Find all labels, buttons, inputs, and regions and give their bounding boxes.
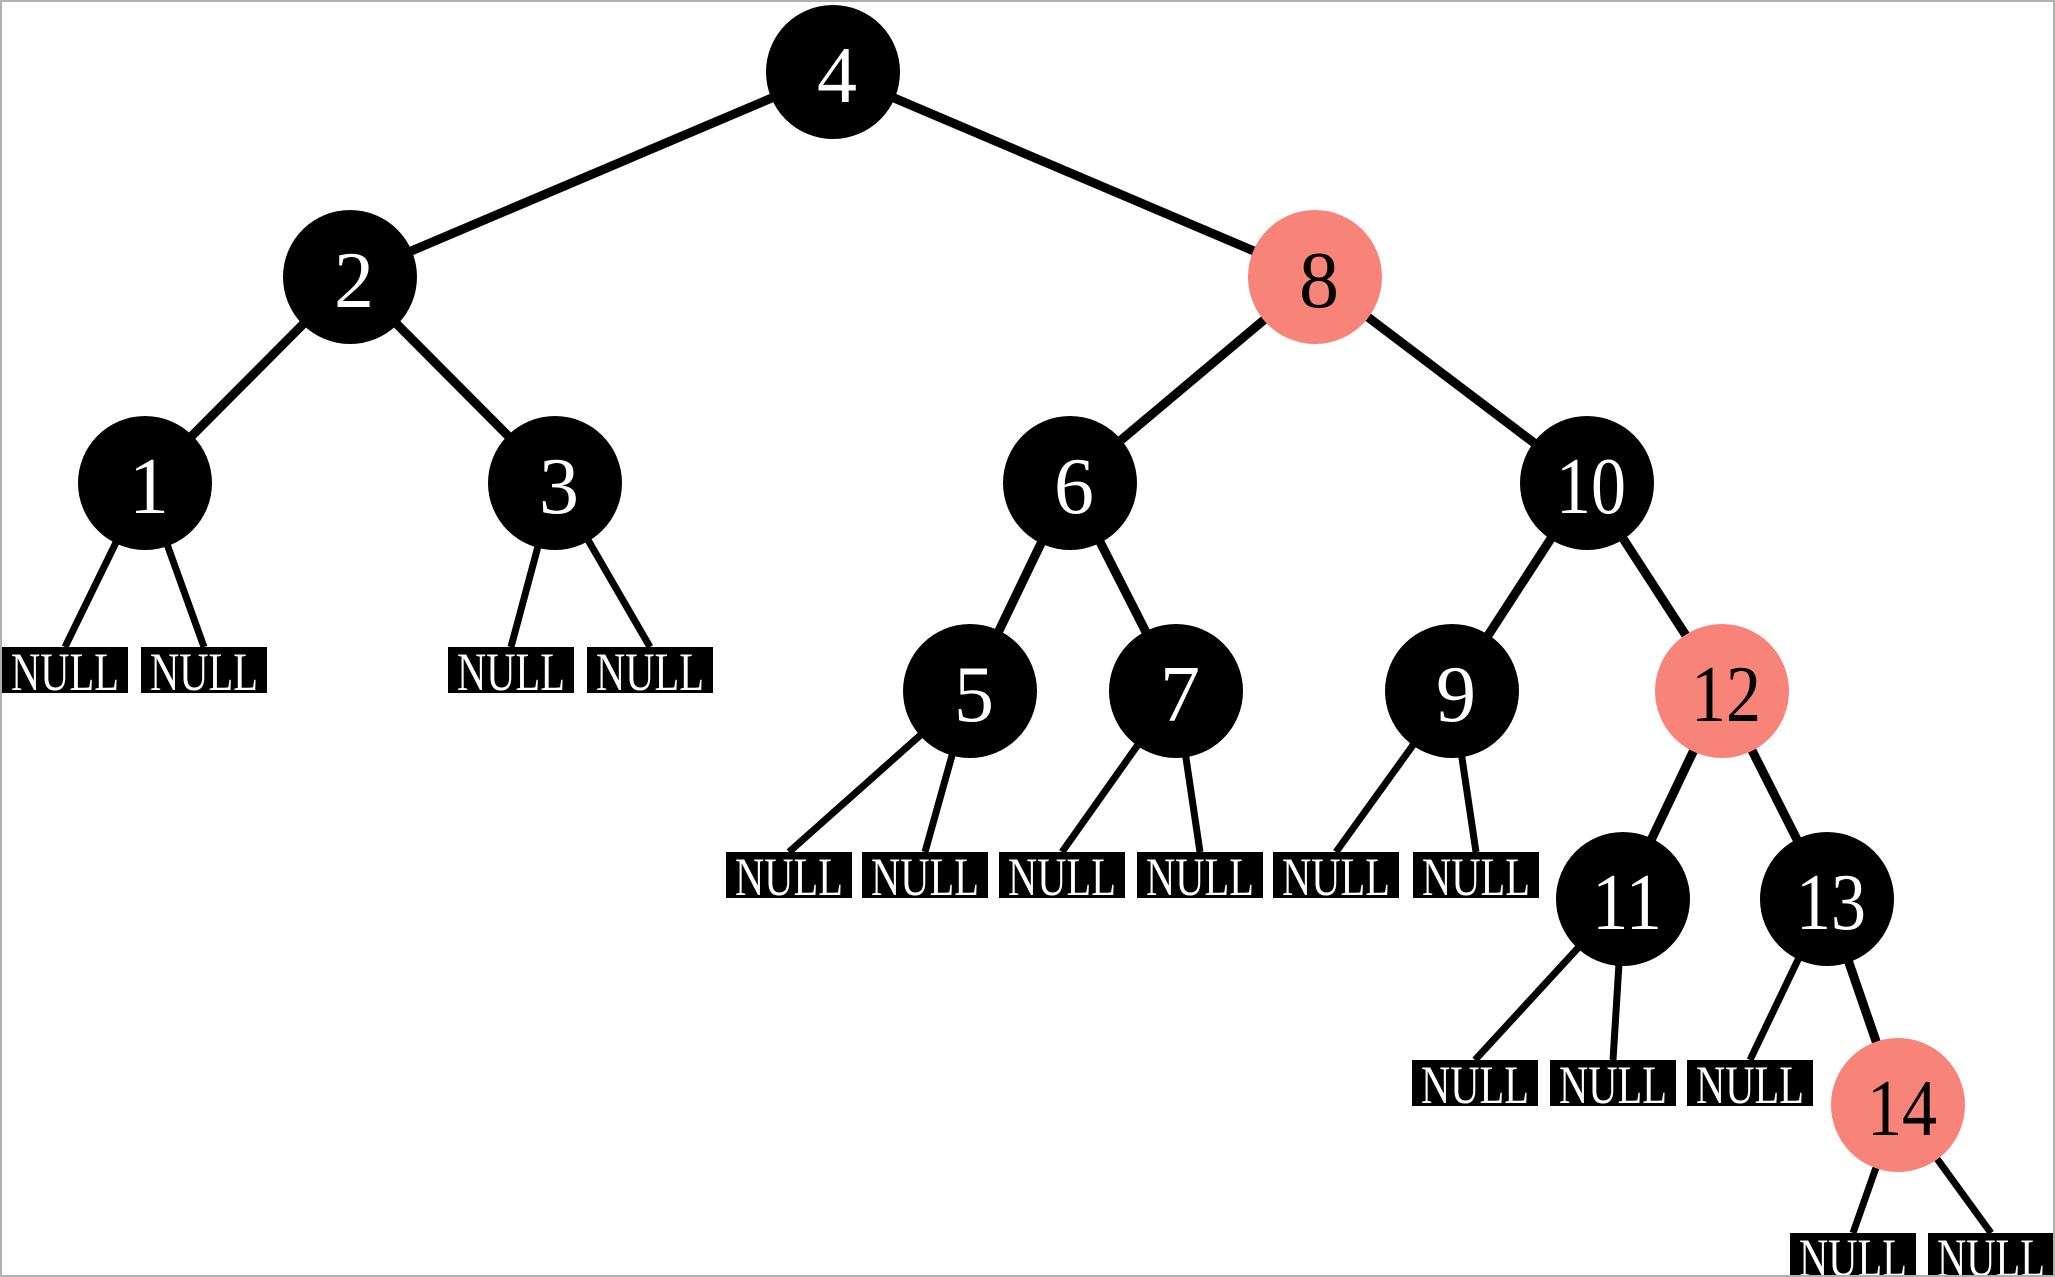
node-label-2: 2 [334, 237, 374, 325]
null-box-n12 [1550, 1060, 1676, 1106]
node-label-5: 5 [954, 651, 994, 739]
null-box-n10 [1413, 852, 1539, 898]
edge-4-8 [831, 67, 1317, 282]
null-box-n13 [1687, 1060, 1813, 1106]
null-label-n15: NULL [1937, 1228, 2045, 1277]
tree-node-9 [1385, 624, 1519, 758]
null-label-n14: NULL [1799, 1228, 1907, 1277]
null-label-n5: NULL [735, 847, 843, 907]
node-label-1: 1 [129, 443, 169, 531]
null-box-n4 [587, 647, 713, 693]
null-box-n2 [141, 647, 267, 693]
null-box-n7 [999, 852, 1125, 898]
null-label-n8: NULL [1146, 847, 1254, 907]
node-label-8: 8 [1299, 237, 1339, 325]
null-box-n11 [1412, 1060, 1538, 1106]
tree-node-6 [1003, 416, 1137, 550]
null-label-n4: NULL [596, 642, 704, 702]
null-box-n9 [1273, 852, 1399, 898]
null-box-n1 [2, 647, 128, 693]
node-label-4: 4 [817, 32, 857, 120]
tree-node-14 [1831, 1038, 1965, 1172]
tree-node-12 [1655, 624, 1789, 758]
null-label-n7: NULL [1008, 847, 1116, 907]
node-label-7: 7 [1160, 651, 1200, 739]
node-label-6: 6 [1054, 443, 1094, 531]
null-box-n5 [726, 852, 852, 898]
tree-node-11 [1556, 832, 1690, 966]
null-box-n6 [862, 852, 988, 898]
tree-node-5 [903, 624, 1037, 758]
tree-node-13 [1760, 832, 1894, 966]
null-label-n2: NULL [150, 642, 258, 702]
null-label-n1: NULL [11, 642, 119, 702]
null-label-n11: NULL [1421, 1055, 1529, 1115]
tree-node-4 [766, 5, 900, 139]
null-label-n10: NULL [1422, 847, 1530, 907]
null-box-n8 [1137, 852, 1263, 898]
node-label-12: 12 [1691, 651, 1761, 739]
node-label-11: 11 [1592, 859, 1662, 947]
node-label-9: 9 [1436, 651, 1476, 739]
tree-node-3 [488, 416, 622, 550]
tree-node-10 [1520, 416, 1654, 550]
tree-node-8 [1248, 210, 1382, 344]
tree-node-7 [1109, 624, 1243, 758]
null-box-n3 [448, 647, 574, 693]
node-label-14: 14 [1867, 1065, 1937, 1153]
edge-4-2 [348, 67, 835, 282]
null-box-n15 [1928, 1233, 2053, 1275]
null-label-n9: NULL [1282, 847, 1390, 907]
null-box-n14 [1790, 1233, 1916, 1275]
tree-node-1 [78, 416, 212, 550]
null-label-n6: NULL [871, 847, 979, 907]
tree-node-2 [283, 210, 417, 344]
node-label-13: 13 [1796, 859, 1866, 947]
null-label-n13: NULL [1696, 1055, 1804, 1115]
node-label-10: 10 [1556, 443, 1626, 531]
null-label-n12: NULL [1559, 1055, 1667, 1115]
null-label-n3: NULL [457, 642, 565, 702]
node-label-3: 3 [539, 443, 579, 531]
